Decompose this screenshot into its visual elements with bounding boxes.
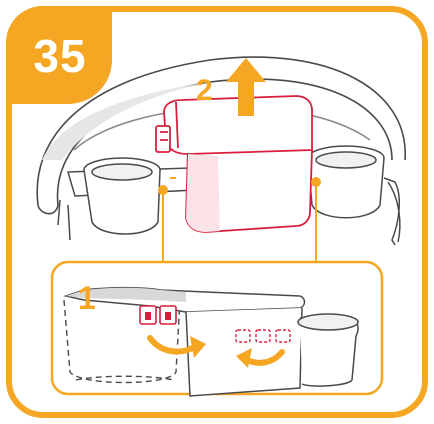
tray-shading [186,154,220,232]
step-number: 35 [33,29,86,83]
callout-release-number: 1 [78,280,96,317]
step-number-badge: 35 [8,8,112,104]
snack-tray [156,96,312,232]
left-cup-holder [58,158,195,240]
right-cup-holder [308,146,400,245]
callout-lift-number: 2 [196,74,213,108]
